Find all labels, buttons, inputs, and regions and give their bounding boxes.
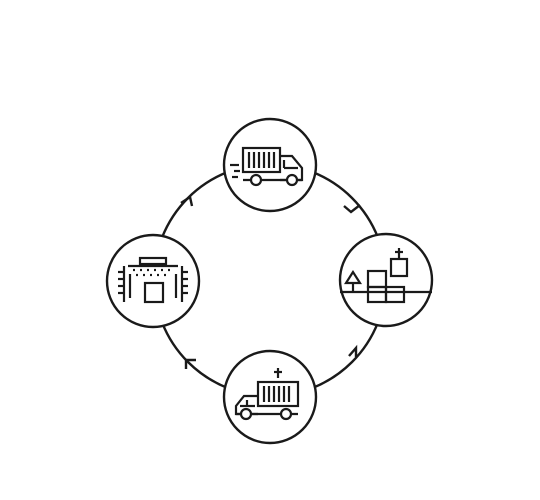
arrow-bottom-to-left — [184, 358, 196, 369]
arrow-top-to-right — [343, 204, 361, 214]
node-left — [105, 233, 201, 329]
arrow-right-to-bottom — [348, 344, 358, 357]
container-yard-crane-and-tree-icon — [340, 248, 432, 304]
delivery-truck-with-container-icon — [230, 146, 304, 187]
node-right — [338, 232, 434, 328]
truck-loading-container-icon — [234, 368, 300, 421]
container-wash-station-icon — [118, 256, 188, 304]
node-bottom — [222, 349, 318, 445]
node-top — [222, 117, 318, 213]
arrow-left-to-top — [180, 195, 194, 207]
